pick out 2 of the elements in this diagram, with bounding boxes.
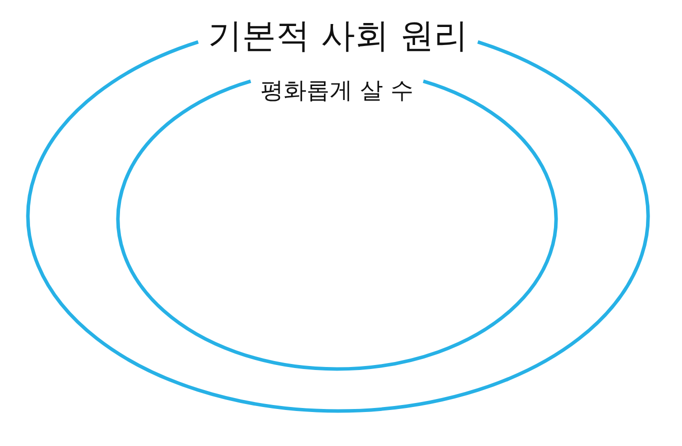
ellipse-title: 평화롭게 살 수 bbox=[260, 78, 414, 106]
ellipse-title: 기본적 사회 원리 bbox=[208, 16, 468, 57]
